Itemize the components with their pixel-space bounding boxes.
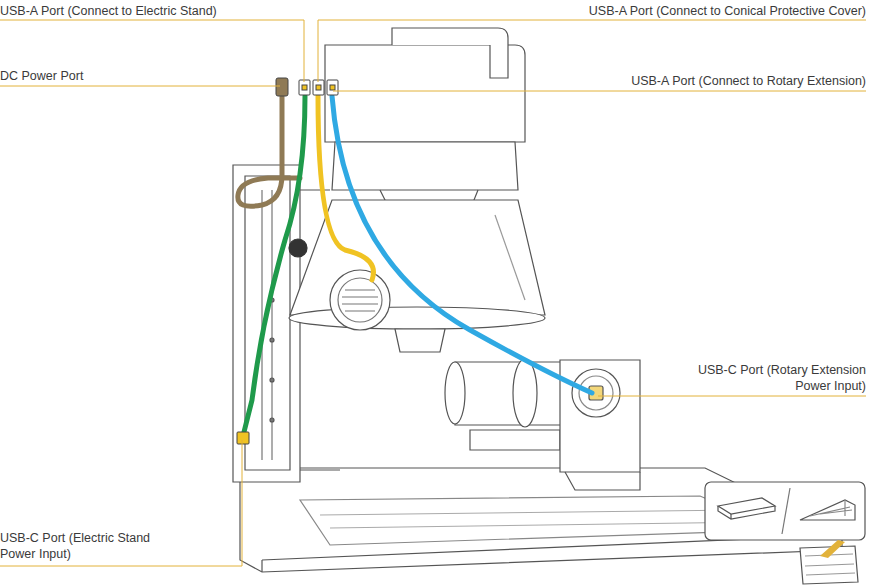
accessory-inset-part [800,500,855,520]
callout-label: DC Power Port [0,68,83,84]
connector-plugs [237,78,338,444]
leader-lines-part [318,20,866,82]
leader-lines-part [333,91,866,92]
callout-label: USB-A Port (Connect to Electric Stand) [0,3,217,19]
rotary-extension-part [470,430,560,450]
electric-stand-part [289,239,307,257]
accessory-inset-part [782,488,790,534]
rotary-extension-part [565,472,640,490]
leader-lines-part [598,396,866,397]
laser-head-part [332,142,518,190]
laser-head-part [392,28,508,78]
rotary-extension-part [445,362,465,424]
rotary-extension-part [513,359,537,427]
inset-pointer-part [820,540,845,558]
connector-plugs-part [316,85,321,90]
connector-plugs-part [237,432,249,444]
electric-stand-part [245,176,290,470]
base-plate-part [261,560,262,572]
conical-protective-cover-part [395,329,445,352]
connector-plugs-part [276,78,288,96]
rotary-extension-part [579,376,613,410]
callout-label: USB-C Port (Rotary Extension Power Input… [691,362,866,394]
fan-grille-part [330,270,390,330]
rotary-extension [445,359,640,490]
electric-stand-part [270,338,274,342]
accessory-inset-part [718,498,775,514]
foot-block-part [805,554,855,575]
fan-grille [330,270,390,330]
leader-lines-part [0,86,280,87]
accessory-inset-part [705,482,865,540]
accessory-inset-part [718,506,775,519]
laser-head [325,28,525,210]
electric-stand-part [270,418,274,422]
base-plate-part [330,522,760,528]
callout-label: USB-A Port (Connect to Conical Protectiv… [589,3,866,19]
base-plate-part [320,510,740,515]
connector-plugs-part [299,80,310,95]
fan-grille-part [342,290,378,311]
callout-label: USB-A Port (Connect to Rotary Extension) [631,73,866,89]
connector-plugs-part [330,85,335,90]
connector-plugs-part [302,85,307,90]
accessory-inset [705,482,865,540]
rotary-extension-part [560,360,640,472]
connector-plugs-part [313,80,324,95]
conical-protective-cover-part [289,307,545,329]
callout-label: USB-C Port (Electric Stand Power Input) [0,530,160,562]
leader-lines-part [0,440,242,566]
inset-pointer [820,540,845,558]
fan-grille-part [338,278,382,322]
cables-part [243,96,305,436]
rotary-extension-part [572,369,620,417]
accessory-inset-part [810,500,852,516]
cables-part [332,96,592,393]
cables-part [238,96,300,206]
leader-lines [0,20,866,566]
cables-part [318,96,373,280]
connector-plugs-part [327,80,338,95]
electric-stand-part [270,378,274,382]
conical-protective-cover-part [495,215,525,300]
cables [238,96,592,436]
